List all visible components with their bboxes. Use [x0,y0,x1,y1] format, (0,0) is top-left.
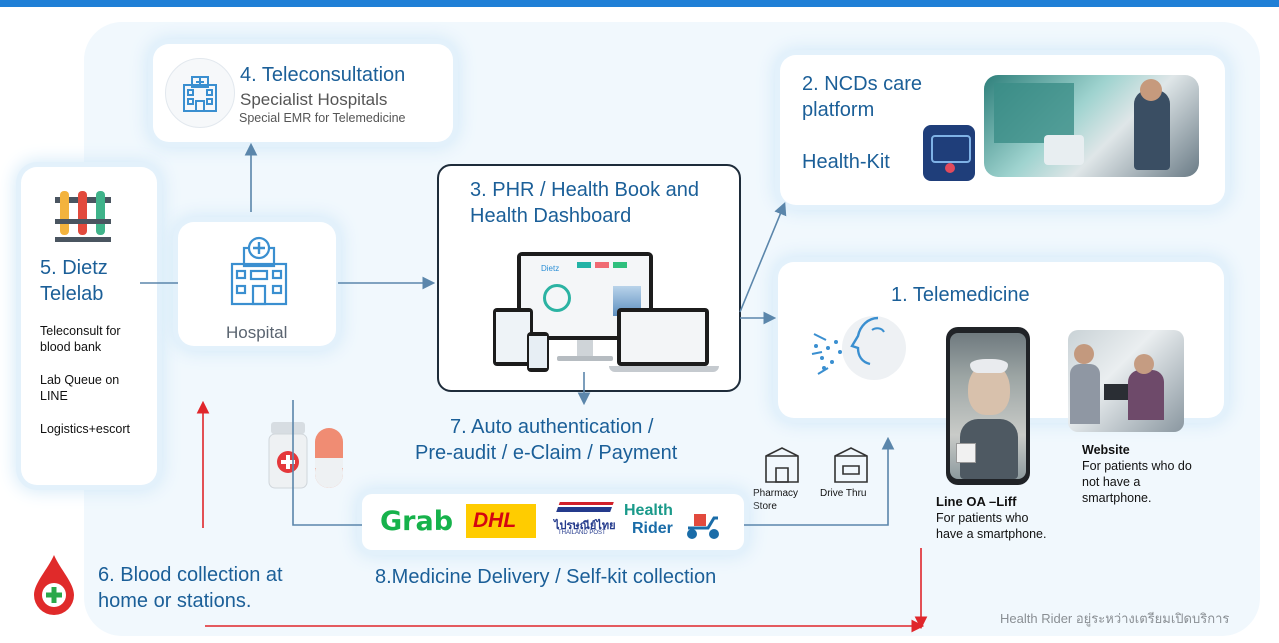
cough-face-icon [806,302,910,391]
blood-collection-line1: 6. Blood collection at [98,564,283,586]
hospital-card: Hospital [178,222,336,346]
website-desc-line1: For patients who do [1082,459,1192,473]
pharmacy-store-label-line2: Store [753,501,777,512]
telelab-item: Lab Queue on [40,373,120,387]
telelab-item: LINE [40,389,68,403]
phr-title-line1: 3. PHR / Health Book and [470,179,700,201]
telemedicine-title: 1. Telemedicine [891,284,1030,306]
hospital-icon [218,234,300,313]
specialist-hospital-icon [165,58,235,128]
drive-thru-icon [831,446,871,489]
telelab-title-line2: Telelab [40,283,104,305]
phr-card: 3. PHR / Health Book and Health Dashboar… [437,164,741,392]
telelab-item: Logistics+escort [40,422,130,436]
ncds-title-line1: 2. NCDs care [802,73,923,95]
teleconsultation-title: 4. Teleconsultation [240,64,406,86]
test-tubes-icon [51,189,115,248]
website-title: Website [1082,443,1130,457]
telelab-card: 5. Dietz Telelab Teleconsult for blood b… [21,167,157,485]
telelab-item: blood bank [40,340,102,354]
health-kit-label: Health-Kit [802,151,890,173]
pharmacy-store-icon [762,446,802,489]
pharmacy-store-label-line1: Pharmacy [753,488,799,499]
dashboard-devices-image: Dietz [493,252,725,376]
website-photo [1068,330,1184,432]
ncds-title-line2: platform [802,99,875,121]
blood-collection-line2: home or stations. [98,590,252,612]
delivery-label: 8.Medicine Delivery / Self-kit collectio… [375,566,717,588]
dhl-logo: DHL [466,504,536,538]
dashboard-brand: Dietz [541,264,560,273]
teleconsultation-subtitle: Specialist Hospitals [240,90,388,109]
auth-line2: Pre-audit / e-Claim / Payment [415,442,678,464]
teleconsultation-card: 4. Teleconsultation Specialist Hospitals… [153,44,453,142]
auth-line1: 7. Auto authentication / [450,416,654,438]
drive-thru-label: Drive Thru [820,488,867,499]
website-desc-line2: not have a [1082,475,1141,489]
ncds-card: 2. NCDs care platform Health-Kit [780,55,1225,205]
grab-logo: Grab [380,506,454,537]
scooter-icon [682,508,722,545]
delivery-logos-card: Grab DHL ไปรษณีย์ไทย THAILAND POST Healt… [362,494,744,550]
website-desc-line3: smartphone. [1082,491,1152,505]
line-oa-desc-line2: have a smartphone. [936,527,1047,541]
health-kit-bag-image [923,125,975,181]
phr-title-line2: Health Dashboard [470,205,632,227]
health-rider-logo: Health Rider [624,500,724,544]
thailand-post-logo: ไปรษณีย์ไทย THAILAND POST [552,502,618,542]
telelab-title-line1: 5. Dietz [40,257,108,279]
teleconsultation-note: Special EMR for Telemedicine [239,111,406,125]
line-oa-desc-line1: For patients who [936,511,1029,525]
line-oa-title: Line OA –Liff [936,494,1017,509]
telelab-item: Teleconsult for [40,324,121,338]
ncds-clinic-photo [984,75,1199,177]
hospital-label: Hospital [226,323,288,342]
line-oa-phone-image [946,327,1030,485]
top-bar [0,0,1279,7]
blood-drop-icon [32,553,76,622]
footer-note: Health Rider อยู่ระหว่างเตรียมเปิดบริการ [1000,611,1230,626]
medicine-bottle-capsule-icon [267,418,347,497]
